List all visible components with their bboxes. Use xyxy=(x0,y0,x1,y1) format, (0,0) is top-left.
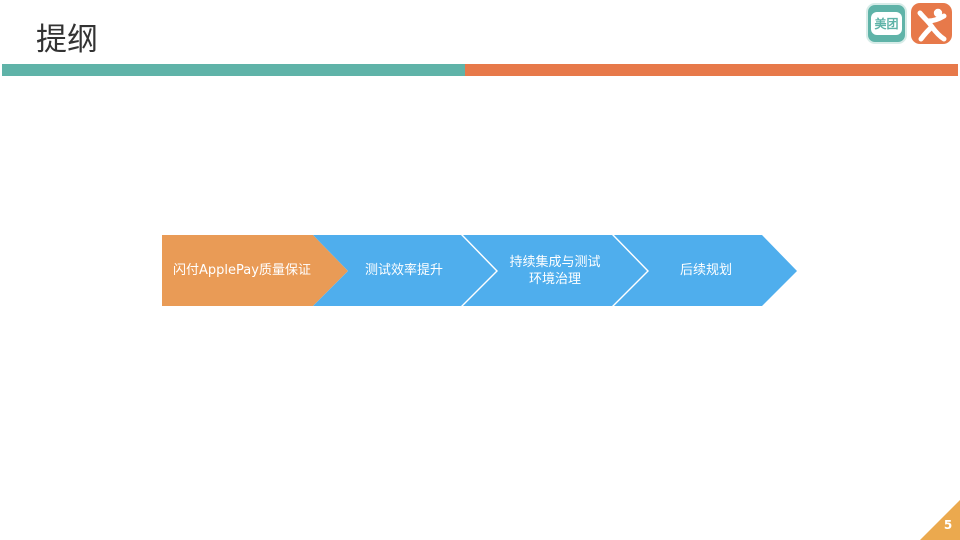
meituan-logo-text: 美团 xyxy=(871,12,902,35)
dianping-logo-icon xyxy=(911,3,952,44)
page-corner-triangle xyxy=(920,500,960,540)
flow-step-3-label: 持续集成与测试 环境治理 xyxy=(509,254,601,287)
flow-step-4-shape xyxy=(614,235,797,306)
dianping-logo-glyph xyxy=(917,8,947,42)
page-title: 提纲 xyxy=(36,22,98,58)
header-bar-teal xyxy=(2,64,465,76)
page-number: 5 xyxy=(943,518,953,532)
flow-step-1-label: 闪付ApplePay质量保证 xyxy=(173,263,311,278)
meituan-logo-icon: 美团 xyxy=(866,3,907,44)
flow-step-4-label: 后续规划 xyxy=(679,263,732,278)
flow-step-2-shape xyxy=(313,235,496,306)
header-bar-orange xyxy=(465,64,958,76)
flow-step-1-shape xyxy=(162,235,348,306)
flow-step-3-shape xyxy=(463,235,647,306)
flow-step-2-label: 测试效率提升 xyxy=(364,263,443,278)
